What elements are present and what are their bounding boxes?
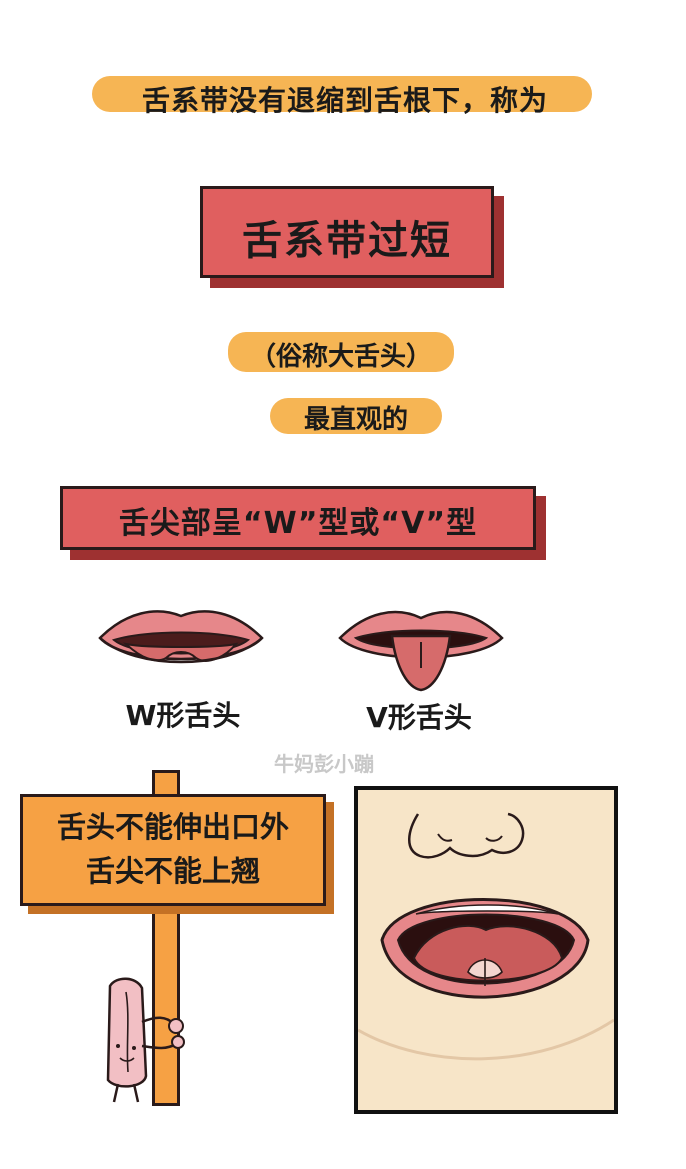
sign-board — [20, 794, 326, 906]
title-box — [200, 186, 494, 278]
intro-text: 舌系带没有退缩到舌根下，称为 — [141, 84, 548, 117]
mouth-closeup-illustration — [358, 790, 614, 1110]
direct-highlight — [270, 398, 442, 434]
direct-text: 最直观的 — [303, 405, 408, 435]
v-tongue-label: V形舌头 — [366, 701, 472, 734]
nickname-highlight — [228, 332, 454, 372]
page-title: 舌系带过短 — [242, 218, 452, 264]
mouth-closeup-frame — [354, 786, 618, 1114]
w-tongue-label: W形舌头 — [125, 699, 241, 732]
intro-highlight — [92, 76, 592, 112]
v-tongue-illustration — [338, 610, 504, 692]
sign-line-2: 舌尖不能上翘 — [85, 854, 260, 888]
nickname-text: （俗称大舌头） — [249, 342, 432, 372]
tongue-character — [106, 977, 185, 1103]
w-tongue-illustration — [98, 610, 264, 664]
sign-line-1: 舌头不能伸出口外 — [56, 810, 289, 844]
shape-box — [60, 486, 536, 550]
watermark: 牛妈彭小蹦 — [274, 752, 374, 776]
shape-text: 舌尖部呈“W”型或“V”型 — [118, 506, 478, 541]
